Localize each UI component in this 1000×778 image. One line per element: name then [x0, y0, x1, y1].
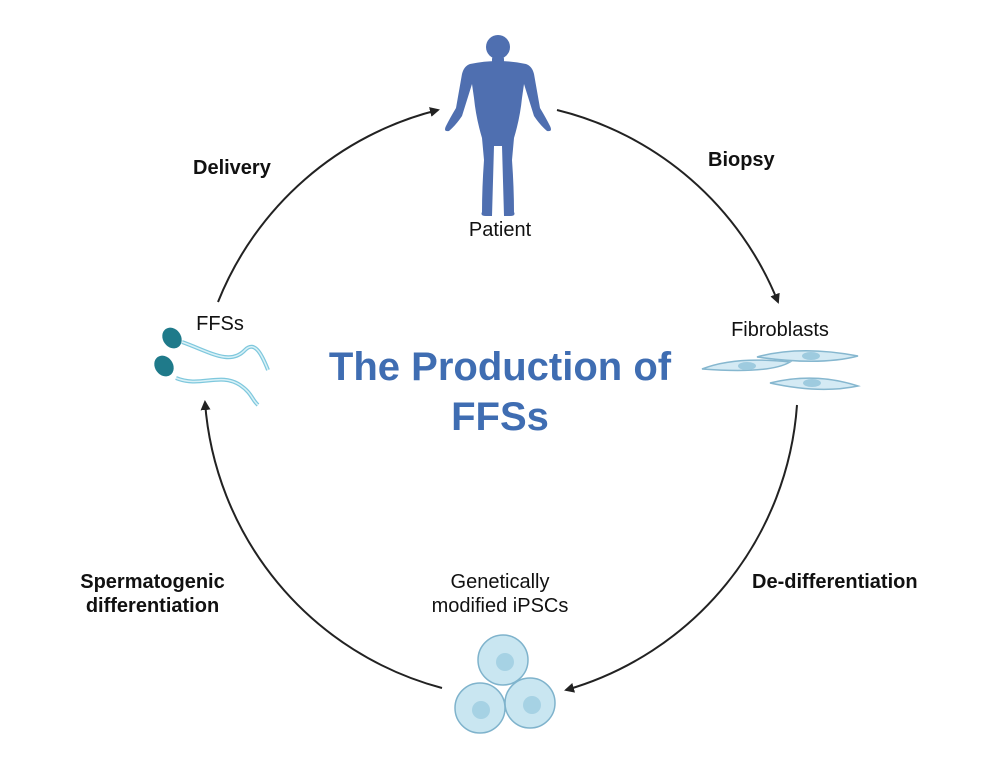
spermatogenic-label: Spermatogenic differentiation	[60, 570, 245, 618]
fibroblasts-label: Fibroblasts	[731, 319, 829, 341]
spermatogenic-label-line1: Spermatogenic	[80, 571, 225, 593]
title-line2: FFSs	[451, 395, 549, 439]
diagram-title: The Production of FFSs	[300, 342, 700, 442]
human-figure-icon	[445, 35, 551, 216]
dedifferentiation-arrow	[564, 404, 798, 693]
title-line1: The Production of	[328, 345, 672, 389]
ipscs-label: Genetically modified iPSCs	[400, 570, 600, 618]
delivery-arrow	[217, 107, 440, 303]
ipscs-label-line2: modified iPSCs	[431, 595, 569, 617]
stem-cells-icon	[454, 634, 556, 734]
delivery-label: Delivery	[193, 157, 271, 179]
dedifferentiation-label: De-differentiation	[752, 571, 918, 593]
biopsy-label: Biopsy	[708, 149, 775, 171]
sperm-cells-icon	[154, 327, 270, 407]
spermatogenic-arrow	[200, 400, 443, 689]
biopsy-arrow	[556, 109, 780, 304]
patient-label: Patient	[468, 219, 532, 241]
ffss-label: FFSs	[196, 313, 244, 335]
fibroblast-cells-icon	[701, 350, 861, 391]
spermatogenic-label-line2: differentiation	[85, 595, 220, 617]
ipscs-label-line1: Genetically	[450, 571, 550, 593]
